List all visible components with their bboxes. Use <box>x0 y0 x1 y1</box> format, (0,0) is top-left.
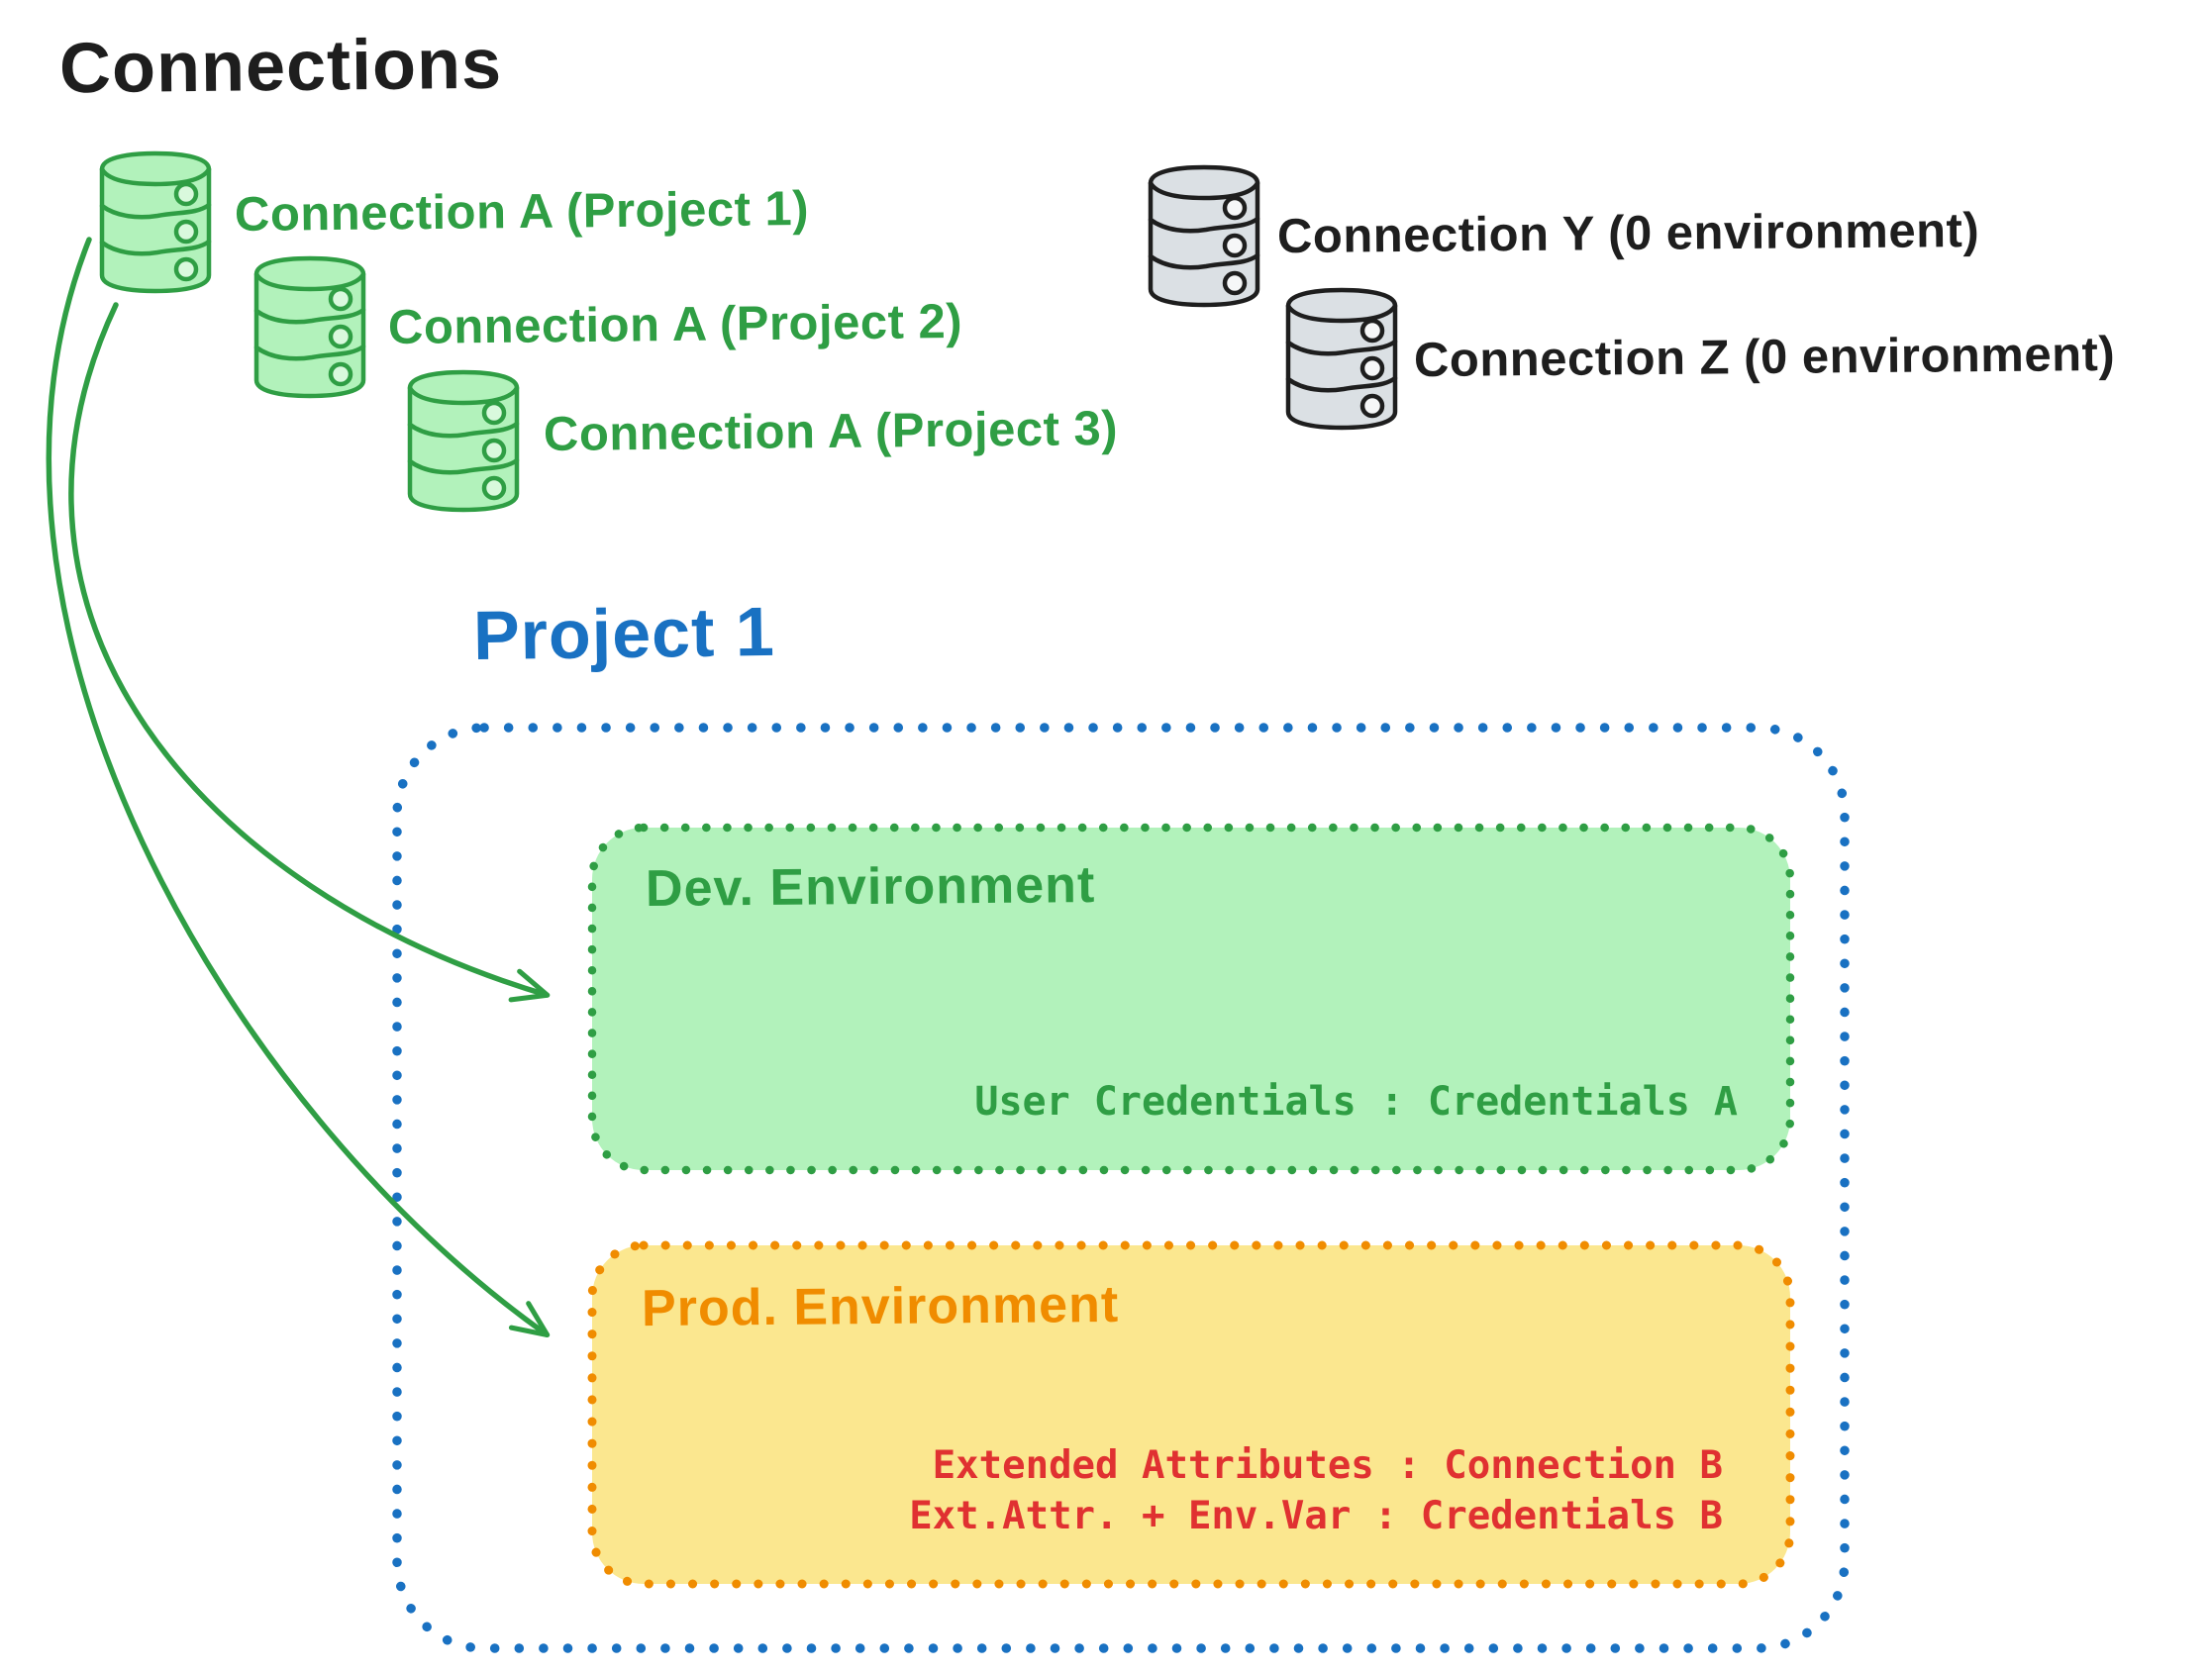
connection-label: Connection A (Project 3) <box>543 401 1119 462</box>
database-icon <box>99 150 212 294</box>
prod-mapping-line: Ext.Attr. + Env.Var : Credentials B <box>909 1494 1723 1539</box>
prod-mapping-line: Extended Attributes : Connection B <box>932 1443 1723 1488</box>
dev-environment-title: Dev. Environment <box>645 856 1096 918</box>
prod-mappings: Extended Attributes : Connection B Ext.A… <box>909 1440 1723 1542</box>
database-icon <box>407 369 520 513</box>
connection-label: Connection A (Project 1) <box>234 181 810 243</box>
database-icon <box>1285 287 1398 431</box>
database-icon <box>253 255 366 399</box>
project-title: Project 1 <box>472 592 776 675</box>
dev-environment-box <box>587 823 1795 1175</box>
dev-credentials-mapping: User Credentials : Credentials A <box>974 1079 1738 1125</box>
prod-environment-title: Prod. Environment <box>641 1275 1120 1338</box>
project-box <box>392 723 1850 1653</box>
connection-label: Connection Z (0 environment) <box>1413 327 2116 388</box>
connection-label: Connection A (Project 2) <box>387 294 963 355</box>
page-title: Connections <box>58 24 503 109</box>
database-icon <box>1148 164 1260 308</box>
prod-environment-box <box>587 1240 1795 1589</box>
connection-label: Connection Y (0 environment) <box>1276 203 1980 264</box>
